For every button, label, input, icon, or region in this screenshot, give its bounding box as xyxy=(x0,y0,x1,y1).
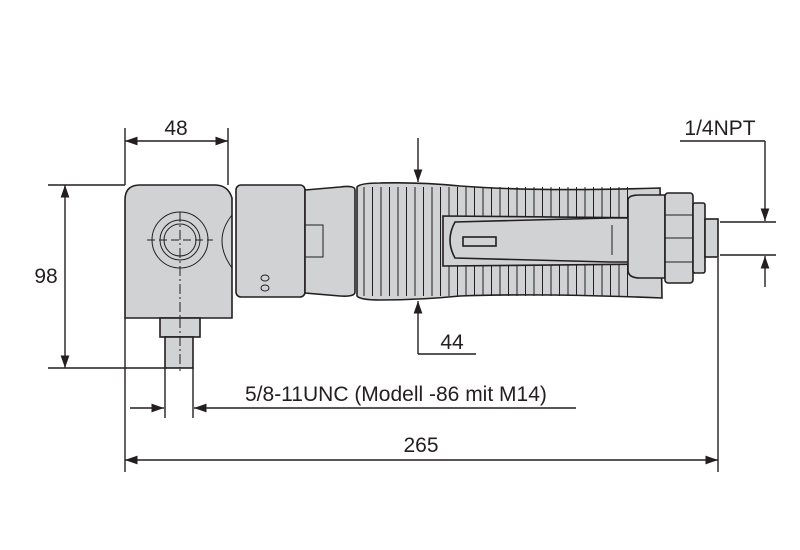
lock-slider xyxy=(462,236,497,247)
motor-housing xyxy=(235,184,306,298)
dimension-label-44: 44 xyxy=(440,331,464,354)
dimension-air-inlet: 1/4NPT xyxy=(680,117,776,287)
dimension-grip: 44 xyxy=(413,138,476,355)
dimension-overall-length: 265 xyxy=(124,258,719,472)
dimension-label-48: 48 xyxy=(164,117,187,140)
dimension-label-npt: 1/4NPT xyxy=(684,117,755,140)
end-cap xyxy=(627,194,666,279)
dimension-head-height: 98 xyxy=(34,184,165,369)
angle-head xyxy=(124,184,233,319)
spindle-thread xyxy=(164,336,194,369)
dimension-head-width: 48 xyxy=(124,117,229,185)
dimension-label-265: 265 xyxy=(403,434,438,457)
dimension-label-thread: 5/8-11UNC (Modell -86 mit M14) xyxy=(245,383,547,406)
dimension-label-98: 98 xyxy=(34,265,57,288)
air-fitting xyxy=(704,218,719,258)
taper-section xyxy=(304,185,356,297)
dimension-spindle-thread: 5/8-11UNC (Modell -86 mit M14) xyxy=(130,368,576,418)
tool-body xyxy=(124,182,719,372)
